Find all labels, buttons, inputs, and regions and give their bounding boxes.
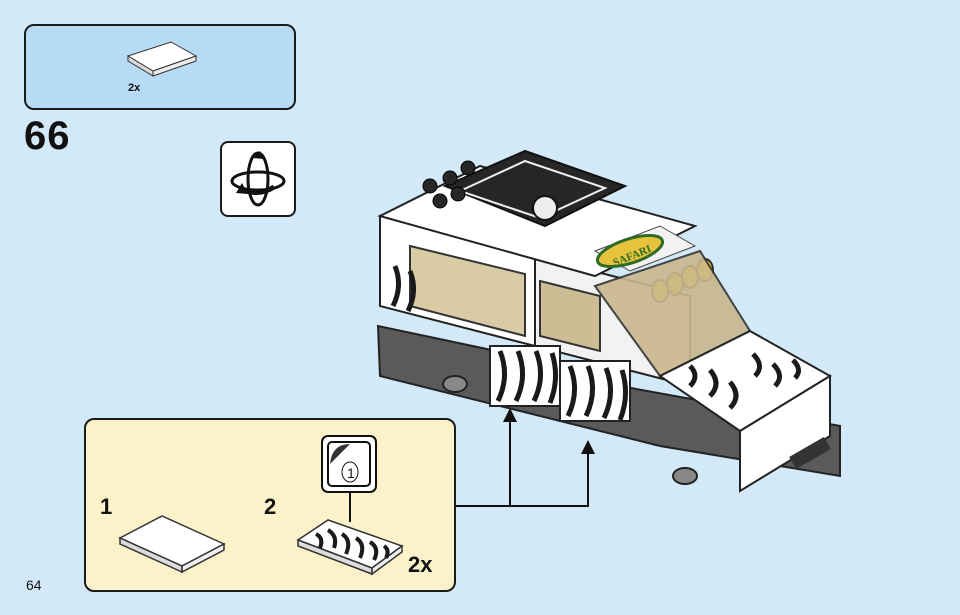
substep-quantity: 2x (408, 552, 433, 577)
indicator-connector (349, 492, 351, 522)
parts-quantity: 2x (128, 82, 141, 94)
print-indicator-label: 1 (347, 465, 355, 481)
substep-callout: 1 2 1 2x (84, 418, 456, 592)
substep-2-number: 2 (264, 494, 277, 519)
zebra-print-tile-icon (296, 519, 404, 576)
substep-1-number: 1 (100, 494, 113, 519)
flat-tile-part-icon (126, 41, 198, 77)
page-number: 64 (26, 577, 42, 593)
rotate-model-box (220, 141, 296, 217)
rotate-model-icon (230, 151, 286, 207)
white-flat-tile-icon (118, 515, 226, 574)
safari-vehicle-model: SAFARI (376, 149, 841, 493)
step-number: 66 (24, 114, 71, 158)
parts-callout: 2x (24, 24, 296, 110)
printed-tile-indicator-icon: 1 (321, 435, 377, 493)
